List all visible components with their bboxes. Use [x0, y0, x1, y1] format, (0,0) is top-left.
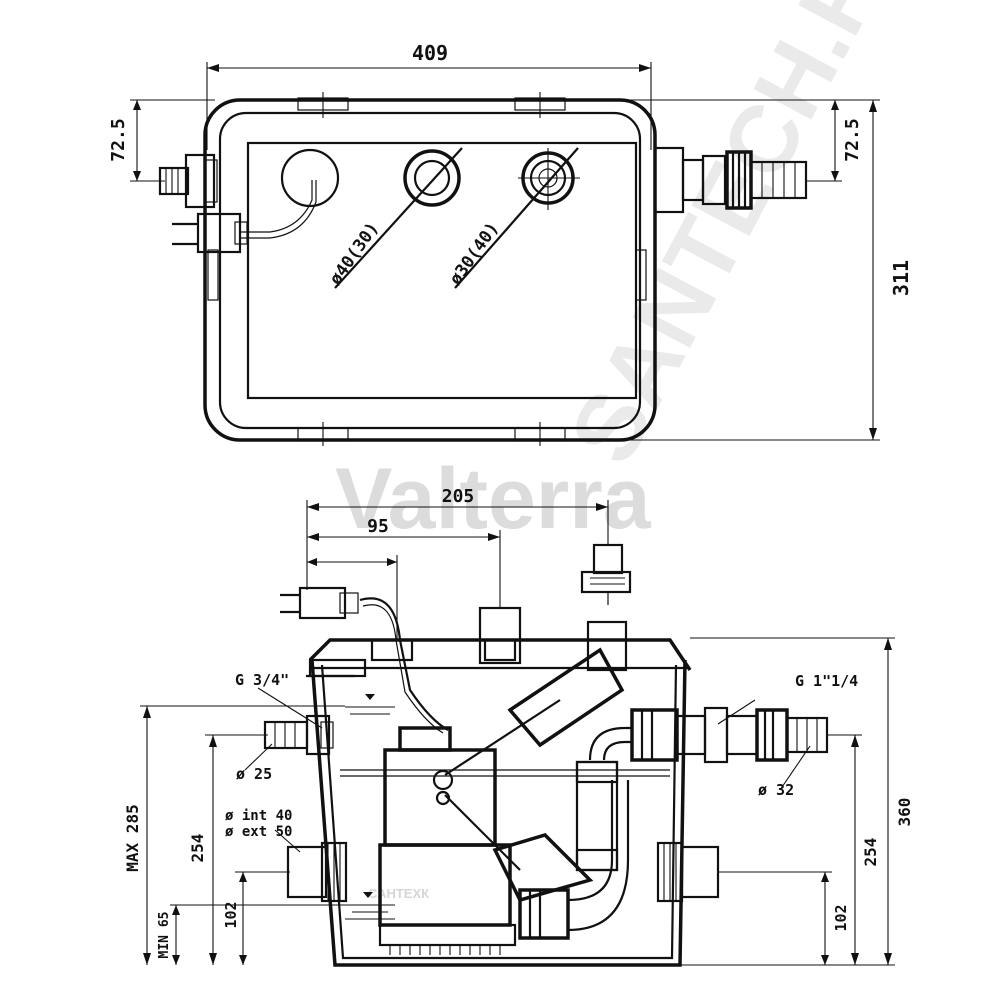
side-tank-body [310, 659, 687, 967]
dim-95-label: 95 [367, 516, 389, 537]
hole-small-label: ø30(40) [446, 219, 503, 289]
dim-min-65: MIN 65 [157, 904, 345, 965]
dim-right-offset: 72.5 [806, 100, 863, 182]
dim-right-102: 102 [718, 871, 850, 965]
dim-plug-offset [307, 555, 398, 640]
top-cable [240, 180, 313, 233]
top-hole-large [403, 149, 461, 207]
top-right-outlet-fitting [653, 146, 808, 214]
watermark-site-small: САНТЕХК [368, 886, 429, 901]
dim-205-label: 205 [442, 486, 475, 507]
max-level-label: MAX 285 [123, 804, 142, 871]
left-254-label: 254 [188, 834, 207, 863]
outlet-thread-label: G 1"1/4 [795, 672, 858, 690]
side-lid [308, 638, 692, 671]
dim-205: 205 [306, 486, 609, 590]
right-254-label: 254 [861, 838, 880, 867]
top-lid-plate [246, 141, 638, 400]
pump-unit [378, 726, 630, 955]
top-housing-outer [203, 98, 657, 442]
side-top-fittings [370, 543, 632, 672]
dim-left-offset: 72.5 [108, 99, 215, 182]
top-left-inlet-fitting [158, 153, 218, 209]
dim-top-width: 409 [206, 41, 652, 150]
hole-large-label: ø40(30) [326, 219, 383, 289]
width-409-label: 409 [412, 41, 448, 65]
dim-left-102: 102 [222, 871, 290, 965]
dim-95: 95 [307, 516, 501, 608]
top-housing-inner [218, 111, 642, 430]
left-102-label: 102 [222, 901, 240, 928]
outlet-diameter-label: ø 32 [758, 781, 794, 799]
dim-max-285: MAX 285 [123, 705, 345, 965]
watermark-brand: Valterra [335, 451, 652, 547]
dim-right-254: 254 [827, 734, 880, 965]
offset-right-label: 72.5 [842, 118, 863, 161]
dim-left-254: 254 [188, 734, 268, 965]
water-level-marks [345, 694, 395, 920]
side-left-inlet [263, 714, 334, 756]
top-plug-port [280, 148, 340, 208]
min-level-label: MIN 65 [157, 912, 172, 959]
port-int-label: ø int 40 [225, 808, 292, 824]
side-right-outlet [588, 706, 829, 764]
side-power-plug [280, 586, 359, 620]
side-right-port [656, 841, 720, 903]
port-ext-label: ø ext 50 [225, 824, 292, 840]
right-102-label: 102 [832, 904, 850, 931]
watermark-site-diagonal: SANTECH.RU [550, 0, 936, 480]
float-switches [432, 647, 625, 903]
side-view: 205 95 MAX 285 MIN 65 [123, 486, 914, 967]
height-311-label: 311 [889, 260, 913, 296]
side-cable [359, 597, 449, 731]
dim-total-360: 360 [520, 637, 914, 966]
dim-top-height: 311 [570, 99, 913, 441]
inlet-thread-label: G 3/4" [235, 671, 289, 689]
top-clips [207, 92, 647, 446]
leader-large-hole [334, 147, 463, 289]
total-360-label: 360 [895, 798, 914, 827]
leader-small-hole [454, 147, 579, 289]
inlet-diameter-label: ø 25 [236, 765, 272, 783]
offset-left-label: 72.5 [108, 118, 129, 161]
top-power-plug [172, 212, 248, 254]
